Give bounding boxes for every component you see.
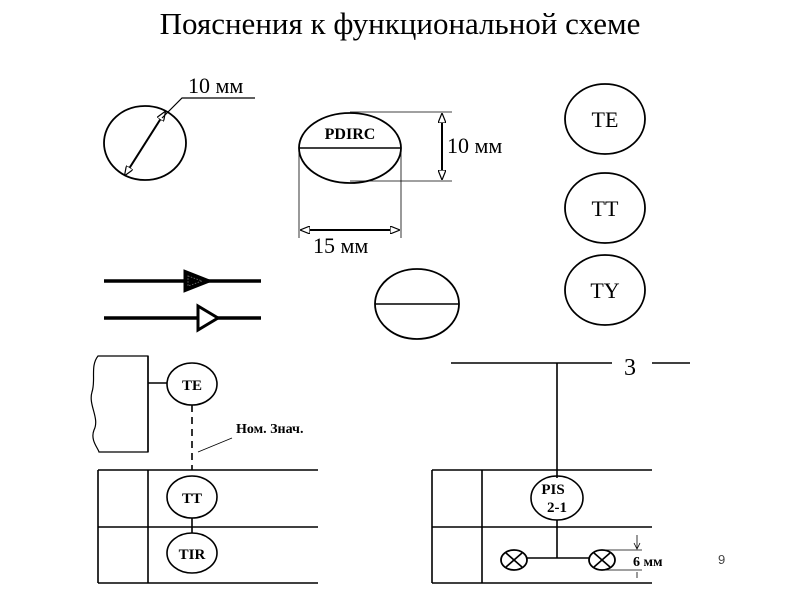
page-title: Пояснения к функциональной схеме <box>159 6 641 41</box>
split-ellipse-dimension-symbol: PDIRC 10 мм 15 мм <box>298 111 502 258</box>
diameter-arrow <box>125 112 165 175</box>
right-scheme: 3 PIS 2-1 6 мм <box>431 355 690 584</box>
tt-label: TT <box>592 196 619 221</box>
right-column-symbols: TE TT TY <box>564 83 646 326</box>
tt-transmitter-label: TT <box>182 491 202 507</box>
apparatus-outline <box>90 355 149 453</box>
ty-label: TY <box>590 278 619 303</box>
left-scheme: TE Ном. Знач. TT TIR <box>90 355 318 584</box>
ty-circle <box>564 254 646 326</box>
ellipse-height-label: 10 мм <box>447 133 502 158</box>
tir-recorder-label: TIR <box>179 547 206 563</box>
pis-label-line2: 2-1 <box>547 500 567 516</box>
lamp-left-icon <box>500 549 528 571</box>
line-number-label: 3 <box>624 355 636 381</box>
instrument-circle <box>103 105 187 181</box>
lamp-right-icon <box>588 549 616 571</box>
ellipse-width-label: 15 мм <box>313 233 368 258</box>
open-arrow-icon <box>196 303 221 333</box>
te-circle <box>564 83 646 155</box>
tir-recorder-circle <box>166 532 218 574</box>
flow-lines <box>104 269 261 333</box>
tt-circle <box>564 172 646 244</box>
leader-line <box>161 97 255 119</box>
circle-diameter-label: 10 мм <box>188 73 243 98</box>
pis-label-line1: PIS <box>541 482 564 498</box>
nominal-value-note: Ном. Знач. <box>236 422 303 437</box>
split-ellipse-label: PDIRC <box>325 126 376 143</box>
filled-arrow-icon <box>183 269 214 293</box>
page-number: 9 <box>718 552 726 567</box>
te-sensor-label: TE <box>182 378 202 394</box>
circle-dimension-symbol: 10 мм <box>103 73 255 181</box>
lamp-spacing-label: 6 мм <box>633 555 663 570</box>
te-label: TE <box>592 107 619 132</box>
